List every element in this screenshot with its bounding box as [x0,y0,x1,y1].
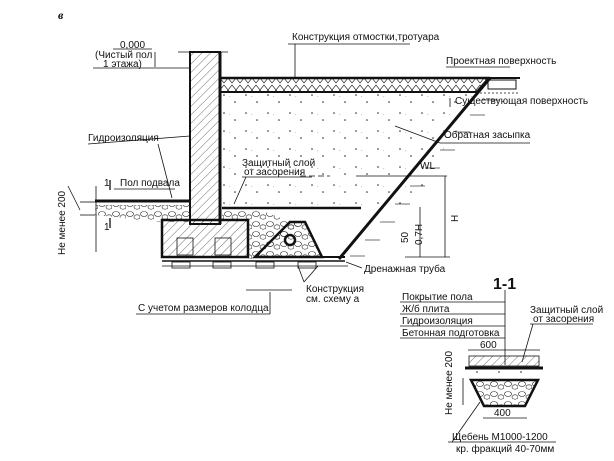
section-mark-top: 1 [104,178,110,189]
basement-floor-label: Пол подвала [120,178,180,189]
layer-2: Ж/б плита [402,303,450,315]
design-surface-label: Проектная поверхность [446,56,556,67]
blind-area-label: Конструкция отмостки,тротуара [292,32,440,43]
dim-50-label: 50 [400,231,411,243]
not-less-200-left: Не менее 200 [57,190,68,255]
section-protective-label-2: от засорения [533,314,594,325]
section-slab [468,355,540,367]
layer-4: Бетонная подготовка [402,328,500,339]
wl-label: WL [420,161,435,172]
figure-letter: в [58,8,64,22]
gravel-label-1: Щебень М1000-1200 [452,431,548,443]
left-dimension: Не менее 200 1 1 [57,178,111,255]
height-dimensions: H 0,7H 50 [400,176,461,258]
gravel-label-2: кр. фракций 40-70мм [456,443,554,455]
section-protective-label-1: Защитный слой [530,305,603,316]
dim-400: 400 [494,408,511,419]
excavation-slope [337,77,492,260]
construction-label-1: Конструкция [306,284,364,295]
zero-mark-callout: 0,000 (Чистый пол 1 этажа) [93,40,190,70]
footing [160,218,250,259]
protective-layer-label-2: от засорения [244,167,305,178]
layer-3: Гидроизоляция [402,316,473,327]
backfill-area [220,92,476,208]
protective-layer-label-1: Защитный слой [242,158,315,169]
section-mark-bottom: 1 [104,222,110,233]
clean-floor-label-1: (Чистый пол [95,50,152,61]
backfill-label: Обратная засыпка [444,129,531,141]
gravel-fill [222,210,300,259]
well-sizes-label: С учетом размеров колодца [138,303,269,314]
clean-floor-label-2: 1 этажа) [103,59,142,70]
base-layer [162,261,348,269]
waterproofing-label: Гидроизоляция [88,133,159,144]
h-label: H [450,215,461,222]
section-gravel-trench [468,378,541,408]
section-not-less-200: Не менее 200 [444,350,455,415]
layer-1: Покрытие пола [402,292,473,303]
section-title: 1-1 [493,276,516,293]
h07-label: 0,7H [414,224,425,245]
drain-pipe-label: Дренажная труба [364,263,446,275]
drain-pipe [283,233,297,247]
section-layer-list: Покрытие пола Ж/б плита Гидроизоляция Бе… [400,290,506,365]
blind-area [219,77,490,93]
existing-surface-label: Существующая поверхность [455,96,588,107]
construction-label-2: см. схему а [306,294,360,305]
zero-mark-label: 0,000 [120,40,145,51]
foundation-wall [189,51,221,225]
dim-600: 600 [480,340,497,351]
drain-trench [251,220,324,259]
